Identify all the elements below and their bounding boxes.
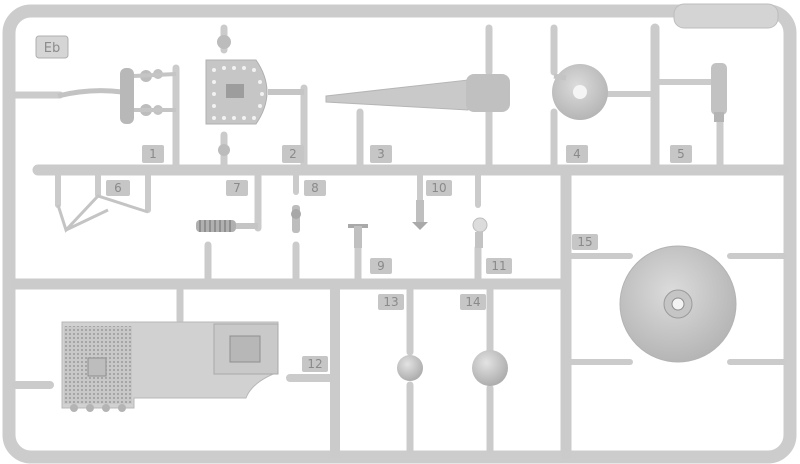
tag-4: 4	[573, 147, 581, 161]
sprue-id-text: Eb	[44, 41, 60, 56]
part-6-wire	[56, 194, 149, 233]
tag-1: 1	[149, 147, 157, 161]
part-8-small-fitting	[291, 205, 301, 233]
part-4-ball	[552, 64, 608, 120]
tag-3: 3	[377, 147, 385, 161]
tag-2: 2	[289, 147, 297, 161]
tag-14: 14	[465, 295, 480, 309]
runners	[10, 23, 790, 460]
part-14-ball	[472, 350, 508, 386]
tag-11: 11	[491, 259, 506, 273]
part-2-perforated-plate	[205, 35, 304, 156]
part-9-valve	[348, 224, 368, 248]
sprue-id-tag: Eb	[35, 35, 69, 59]
outer-frame	[2, 4, 797, 464]
part-12-engine-tray	[61, 321, 279, 412]
part-7-spring	[196, 220, 258, 232]
part-3-tapered-tube	[325, 74, 510, 112]
tag-15: 15	[577, 235, 592, 249]
part-13-ball	[397, 355, 423, 381]
frame-handle	[673, 3, 779, 29]
tag-13: 13	[383, 295, 398, 309]
tag-8: 8	[311, 181, 319, 195]
part-1-handle	[57, 68, 177, 124]
part-5-pin	[711, 63, 727, 122]
tag-5: 5	[677, 147, 685, 161]
tag-7: 7	[233, 181, 241, 195]
tag-12: 12	[307, 357, 322, 371]
tag-9: 9	[377, 259, 385, 273]
part-10-nozzle	[412, 200, 428, 230]
tag-10: 10	[431, 181, 446, 195]
part-tag-labels: 1 2 3 4 5 6 7 8 9 10 11 12 13 14 15	[114, 147, 685, 371]
part-11-clip	[472, 217, 488, 248]
part-15-disc	[619, 245, 737, 363]
part-tags	[106, 145, 692, 372]
tag-6: 6	[114, 181, 122, 195]
